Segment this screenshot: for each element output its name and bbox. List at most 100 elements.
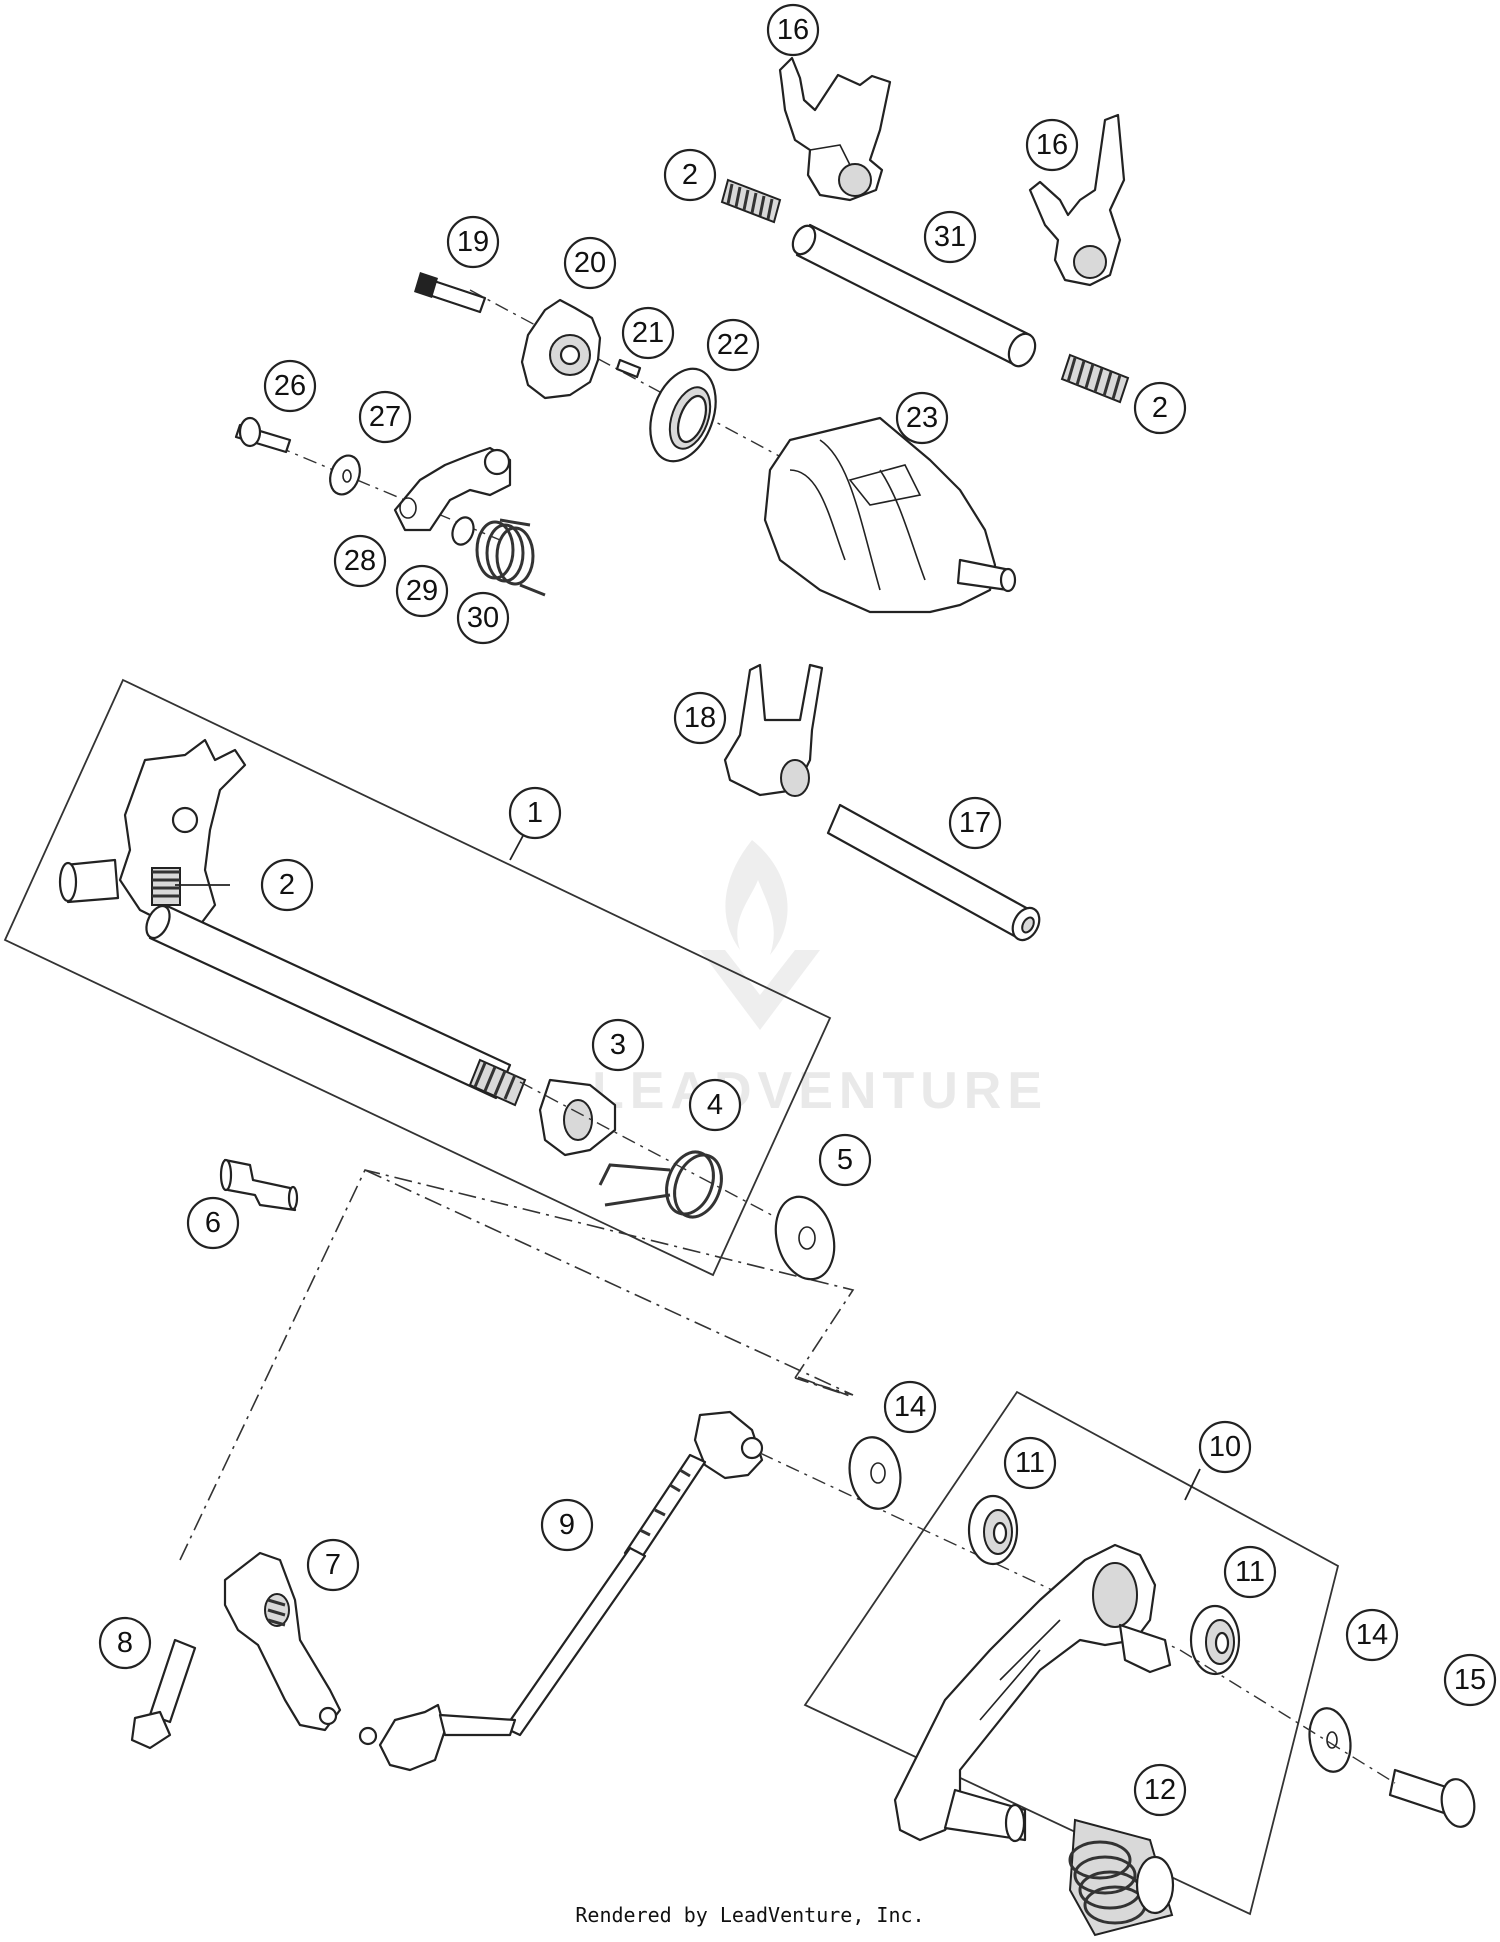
svg-text:4: 4 bbox=[707, 1089, 723, 1121]
callout-7: 7 bbox=[306, 1538, 360, 1592]
group-box-1 bbox=[3, 678, 832, 1277]
callout-2: 2 bbox=[1133, 381, 1187, 435]
callout-23: 23 bbox=[895, 391, 949, 445]
callout-14: 14 bbox=[883, 1380, 937, 1434]
group-box-10 bbox=[803, 1390, 1340, 1916]
spring-2-inner bbox=[151, 867, 181, 906]
shift-fork-16-top bbox=[778, 56, 892, 202]
svg-text:14: 14 bbox=[894, 1391, 926, 1423]
shaft-17 bbox=[826, 803, 1041, 942]
spring-2-right bbox=[1060, 353, 1130, 404]
callouts: 16 2 16 19 20 31 21 22 2 26 27 23 28 29 … bbox=[98, 3, 1497, 1817]
svg-text:16: 16 bbox=[777, 14, 809, 46]
svg-text:19: 19 bbox=[457, 226, 489, 258]
svg-text:2: 2 bbox=[279, 869, 295, 901]
callout-14: 14 bbox=[1345, 1608, 1399, 1662]
washer-14-right bbox=[1308, 1707, 1352, 1773]
spring-12 bbox=[1068, 1818, 1175, 1937]
leaders bbox=[175, 831, 1201, 1501]
callout-4: 4 bbox=[688, 1078, 742, 1132]
callout-8: 8 bbox=[98, 1616, 152, 1670]
callout-31: 31 bbox=[923, 210, 977, 264]
svg-text:2: 2 bbox=[1152, 392, 1168, 424]
washer-5 bbox=[774, 1195, 836, 1281]
callout-30: 30 bbox=[456, 591, 510, 645]
svg-text:6: 6 bbox=[205, 1207, 221, 1239]
bearing-22 bbox=[649, 367, 717, 463]
bearing-11-top bbox=[967, 1494, 1019, 1566]
shaft-31 bbox=[791, 223, 1037, 368]
washer-29 bbox=[451, 516, 475, 546]
spring-2-top bbox=[720, 178, 782, 224]
bolt-8 bbox=[130, 1638, 197, 1750]
callout-5: 5 bbox=[818, 1133, 872, 1187]
callout-9: 9 bbox=[540, 1498, 594, 1552]
callout-16: 16 bbox=[1025, 118, 1079, 172]
shift-fork-16-right bbox=[1028, 113, 1126, 287]
svg-text:16: 16 bbox=[1036, 129, 1068, 161]
callout-18: 18 bbox=[673, 691, 727, 745]
shift-lever-7 bbox=[223, 1551, 342, 1732]
svg-text:28: 28 bbox=[344, 545, 376, 577]
svg-text:12: 12 bbox=[1144, 1774, 1176, 1806]
svg-text:30: 30 bbox=[467, 602, 499, 634]
callout-2: 2 bbox=[663, 148, 717, 202]
svg-text:1: 1 bbox=[527, 797, 543, 829]
washer-14-top bbox=[848, 1436, 902, 1510]
svg-text:14: 14 bbox=[1356, 1619, 1388, 1651]
spring-4 bbox=[598, 1150, 723, 1219]
svg-text:10: 10 bbox=[1209, 1431, 1241, 1463]
bearing-11-lower bbox=[1189, 1604, 1241, 1676]
callout-6: 6 bbox=[186, 1196, 240, 1250]
pin-6 bbox=[219, 1158, 299, 1212]
svg-text:31: 31 bbox=[934, 221, 966, 253]
svg-text:11: 11 bbox=[1235, 1556, 1265, 1588]
callout-12: 12 bbox=[1133, 1763, 1187, 1817]
bolt-19 bbox=[414, 272, 487, 314]
callout-27: 27 bbox=[358, 390, 412, 444]
callout-15: 15 bbox=[1443, 1653, 1497, 1707]
shift-rod-9 bbox=[358, 1410, 764, 1772]
shift-shaft-1 bbox=[58, 738, 527, 1107]
callout-22: 22 bbox=[706, 318, 760, 372]
shift-fork-18 bbox=[723, 663, 824, 797]
svg-text:23: 23 bbox=[906, 402, 938, 434]
svg-text:15: 15 bbox=[1454, 1664, 1486, 1696]
dashed-outline-5-7 bbox=[179, 1169, 855, 1561]
callout-1: 1 bbox=[508, 786, 562, 840]
svg-text:8: 8 bbox=[117, 1627, 133, 1659]
svg-text:5: 5 bbox=[837, 1144, 853, 1176]
svg-text:18: 18 bbox=[684, 702, 716, 734]
bolt-26 bbox=[234, 416, 292, 454]
svg-text:20: 20 bbox=[574, 247, 606, 279]
callout-16: 16 bbox=[766, 3, 820, 57]
svg-text:21: 21 bbox=[632, 317, 664, 349]
callout-11: 11 bbox=[1003, 1436, 1057, 1490]
callout-29: 29 bbox=[395, 564, 449, 618]
star-wheel-20 bbox=[520, 298, 602, 400]
svg-text:11: 11 bbox=[1015, 1447, 1045, 1479]
callout-11: 11 bbox=[1223, 1545, 1277, 1599]
svg-text:9: 9 bbox=[559, 1509, 575, 1541]
svg-text:3: 3 bbox=[610, 1029, 626, 1061]
callout-28: 28 bbox=[333, 534, 387, 588]
pin-21 bbox=[615, 358, 642, 379]
bolt-15 bbox=[1388, 1768, 1476, 1828]
callout-21: 21 bbox=[621, 306, 675, 360]
svg-text:17: 17 bbox=[959, 807, 991, 839]
callout-2: 2 bbox=[260, 858, 314, 912]
callout-20: 20 bbox=[563, 236, 617, 290]
svg-text:7: 7 bbox=[325, 1549, 341, 1581]
svg-text:26: 26 bbox=[274, 370, 306, 402]
callout-17: 17 bbox=[948, 796, 1002, 850]
guide-3 bbox=[538, 1078, 617, 1157]
washer-27 bbox=[329, 454, 361, 496]
callout-3: 3 bbox=[591, 1018, 645, 1072]
shift-pedal-10 bbox=[893, 1543, 1172, 1843]
shift-drum-23 bbox=[763, 416, 1017, 614]
watermark-text: LEADVENTURE bbox=[592, 1062, 1048, 1120]
callout-26: 26 bbox=[263, 359, 317, 413]
detent-lever-28 bbox=[393, 446, 512, 532]
svg-text:29: 29 bbox=[406, 575, 438, 607]
svg-text:27: 27 bbox=[369, 401, 401, 433]
